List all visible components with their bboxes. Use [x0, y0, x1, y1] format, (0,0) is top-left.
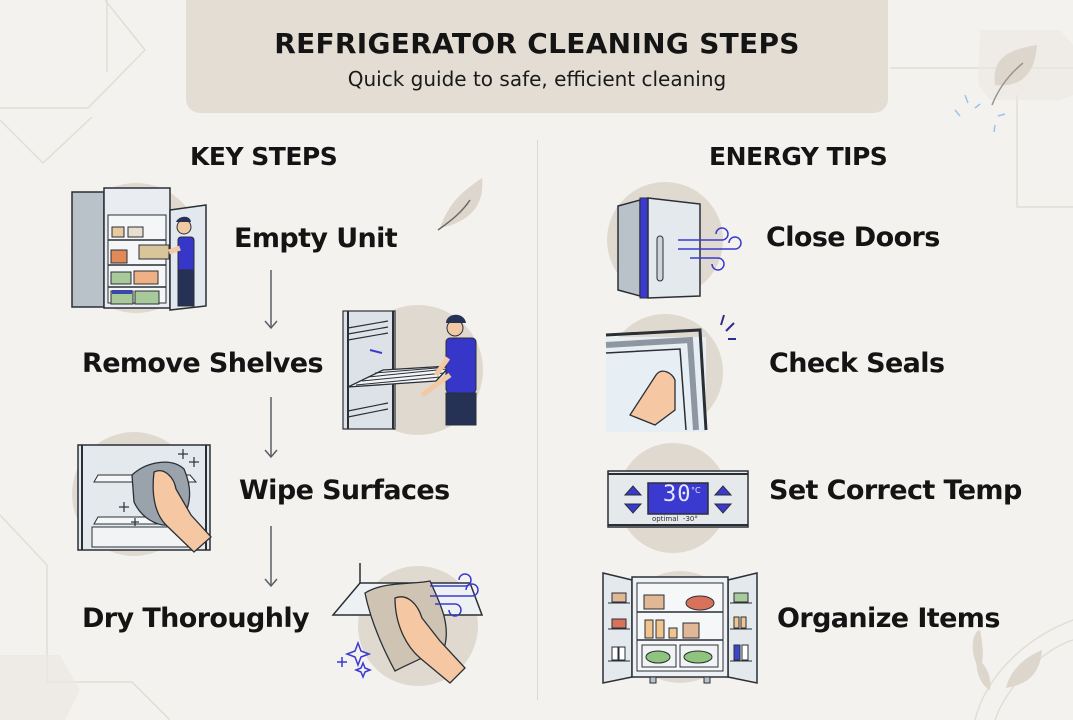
- person-removing-shelf-icon: [342, 305, 483, 435]
- page-title: REFRIGERATOR CLEANING STEPS: [274, 27, 800, 60]
- hand-wiping-cloth-icon: [72, 432, 212, 556]
- step-dry-thoroughly: Dry Thoroughly: [82, 603, 310, 634]
- header-banner: REFRIGERATOR CLEANING STEPS Quick guide …: [186, 0, 888, 113]
- step-wipe-surfaces: Wipe Surfaces: [239, 475, 450, 506]
- tip-organize-items: Organize Items: [777, 603, 1000, 634]
- temperature-panel-icon: [607, 443, 749, 553]
- key-steps-heading: KEY STEPS: [190, 142, 338, 171]
- door-seal-check-icon: [605, 314, 736, 432]
- temperature-control-panel: 30 °C optimal -30°: [603, 443, 753, 553]
- temperature-display-value: 30: [663, 482, 692, 507]
- organized-fridge-icon: [602, 571, 758, 684]
- page-subtitle: Quick guide to safe, efficient cleaning: [347, 67, 727, 91]
- energy-tips-heading: ENERGY TIPS: [709, 142, 888, 171]
- tip-check-seals: Check Seals: [769, 348, 945, 379]
- fridge-door-closing-icon: [607, 182, 742, 299]
- step-remove-shelves: Remove Shelves: [82, 348, 324, 379]
- leaf-icon: [991, 45, 1037, 106]
- down-arrow-icon: [264, 270, 278, 330]
- temperature-display-unit: °C: [691, 486, 701, 495]
- hand-drying-towel-icon: [331, 563, 484, 686]
- temperature-optimal-note: optimal -30°: [652, 515, 698, 523]
- down-arrow-icon: [264, 526, 278, 588]
- column-divider: [537, 140, 538, 700]
- tip-close-doors: Close Doors: [766, 222, 940, 253]
- down-arrow-icon: [264, 397, 278, 459]
- tip-set-correct-temp: Set Correct Temp: [769, 475, 1022, 506]
- person-emptying-fridge-icon: [71, 183, 207, 313]
- step-empty-unit: Empty Unit: [234, 223, 398, 254]
